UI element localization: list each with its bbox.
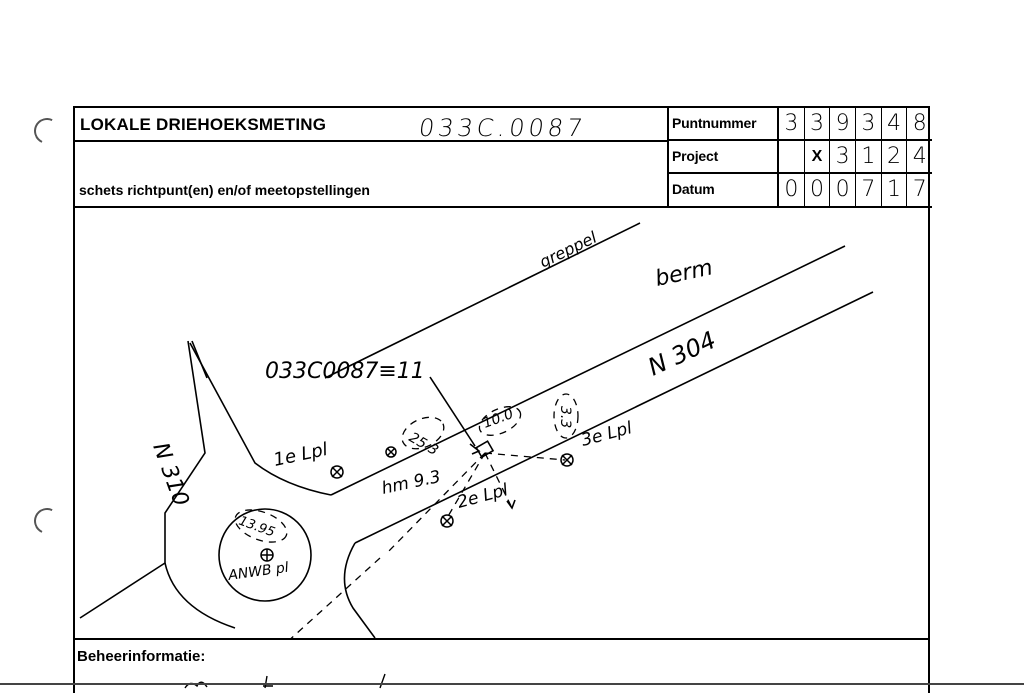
digit-cell: 3 [803, 108, 830, 139]
dist-ellipse-1395 [234, 509, 288, 543]
measure-line-3 [484, 452, 566, 461]
digit-cell: 2 [880, 141, 907, 172]
field-separator [777, 174, 779, 206]
digit-cell: 7 [906, 174, 932, 206]
handwritten-point-id: 033C.0087 [417, 114, 589, 142]
footer-label: Beheerinformatie: [77, 648, 206, 665]
digit-cell: 7 [855, 174, 881, 206]
digit-cell: 3 [784, 111, 799, 136]
lamppost-2-icon [440, 514, 454, 528]
sketch-drawing: 033C0087≡11 greppel berm N 304 N 310 1e … [79, 222, 874, 638]
road-n304-lower-edge [354, 291, 874, 544]
roundabout-exit-edge [343, 542, 376, 638]
measure-line-perp [484, 452, 513, 509]
scan-background [0, 0, 1024, 70]
digit-cell: 0 [829, 174, 855, 206]
survey-point-marker [475, 440, 495, 459]
field-label: Project [672, 148, 719, 164]
pointer-arrowhead [469, 443, 481, 455]
digit-cell: 9 [829, 108, 855, 139]
punch-hole-top [30, 114, 64, 148]
digit-cell: 8 [906, 108, 932, 139]
pointer-line [429, 376, 476, 447]
punch-hole-bottom [30, 504, 64, 538]
anwb-post-icon [260, 548, 274, 562]
distance-100: 10.0 [481, 406, 516, 432]
digit-cell: 4 [906, 141, 932, 172]
anwb-label: ANWB pl [226, 560, 289, 584]
lamppost-1-label: 1e Lpl [272, 439, 330, 471]
digit-cell: 3 [855, 108, 881, 139]
berm-label: berm [653, 255, 715, 292]
header-title-area: LOKALE DRIEHOEKSMETING 033C.0087 schets … [75, 108, 669, 208]
field-label: Datum [672, 181, 715, 197]
distance-1395: 13.95 [237, 514, 277, 541]
field-digits: 0 0 0 7 1 7 [779, 174, 932, 206]
field-project: Project X 3 1 2 4 [669, 141, 932, 174]
measure-line-1 [290, 557, 381, 638]
digit-cell: X [803, 141, 830, 172]
sketch-area: 033C0087≡11 greppel berm N 304 N 310 1e … [75, 208, 928, 638]
hectometer-post-icon [385, 446, 397, 458]
field-label: Puntnummer [672, 115, 757, 131]
field-digits: 3 3 9 3 4 8 [779, 108, 932, 139]
digit-cell: 4 [880, 108, 907, 139]
field-digits: X 3 1 2 4 [779, 141, 932, 172]
digit-cell [779, 141, 804, 172]
field-puntnummer: Puntnummer 3 3 9 3 4 8 [669, 108, 932, 141]
road-n310-label: N 310 [147, 440, 193, 510]
field-datum: Datum 0 0 0 7 1 7 [669, 174, 932, 208]
road-n304-upper-edge [330, 245, 846, 496]
road-n304-label: N 304 [644, 326, 721, 382]
hectometer-label: hm 9.3 [380, 467, 443, 499]
dist-ellipse-100 [478, 406, 522, 436]
form-subtitle: schets richtpunt(en) en/of meetopstellin… [79, 182, 370, 198]
distance-33: 3.3 [557, 406, 573, 428]
field-separator [777, 141, 779, 172]
lamppost-3-icon [560, 453, 574, 467]
header-fields: Puntnummer 3 3 9 3 4 8 Project X 3 1 2 4 [669, 108, 932, 208]
roundabout-edge [164, 562, 236, 629]
point-label: 033C0087≡11 [265, 359, 425, 384]
digit-cell: 0 [784, 177, 799, 202]
roundabout-island [218, 508, 312, 602]
digit-cell: 1 [855, 141, 881, 172]
handwritten-scribble [184, 673, 386, 689]
digit-cell: 0 [803, 174, 830, 206]
dist-ellipse-253 [401, 416, 445, 450]
lamppost-2-label: 2e Lpl [455, 480, 510, 513]
measure-line-hm [386, 452, 486, 554]
lamppost-3-label: 3e Lpl [579, 418, 634, 451]
title-separator [75, 140, 667, 142]
digit-cell: 1 [880, 174, 907, 206]
distance-253: 25.3 [406, 430, 441, 459]
perp-arrowhead [506, 499, 516, 510]
lamppost-1-icon [330, 465, 344, 479]
triangulation-form: LOKALE DRIEHOEKSMETING 033C.0087 schets … [73, 106, 932, 695]
greppel-label: greppel [536, 227, 600, 271]
road-n310-left-edge [79, 340, 206, 619]
field-separator [777, 108, 779, 139]
greppel-line [324, 222, 641, 379]
form-title: LOKALE DRIEHOEKSMETING [80, 115, 327, 134]
footer-management-info: Beheerinformatie: [75, 638, 928, 695]
dist-ellipse-33 [553, 393, 579, 439]
scan-bottom-edge [0, 683, 1024, 685]
digit-cell: 3 [829, 141, 855, 172]
road-n310-right-edge [189, 342, 332, 496]
